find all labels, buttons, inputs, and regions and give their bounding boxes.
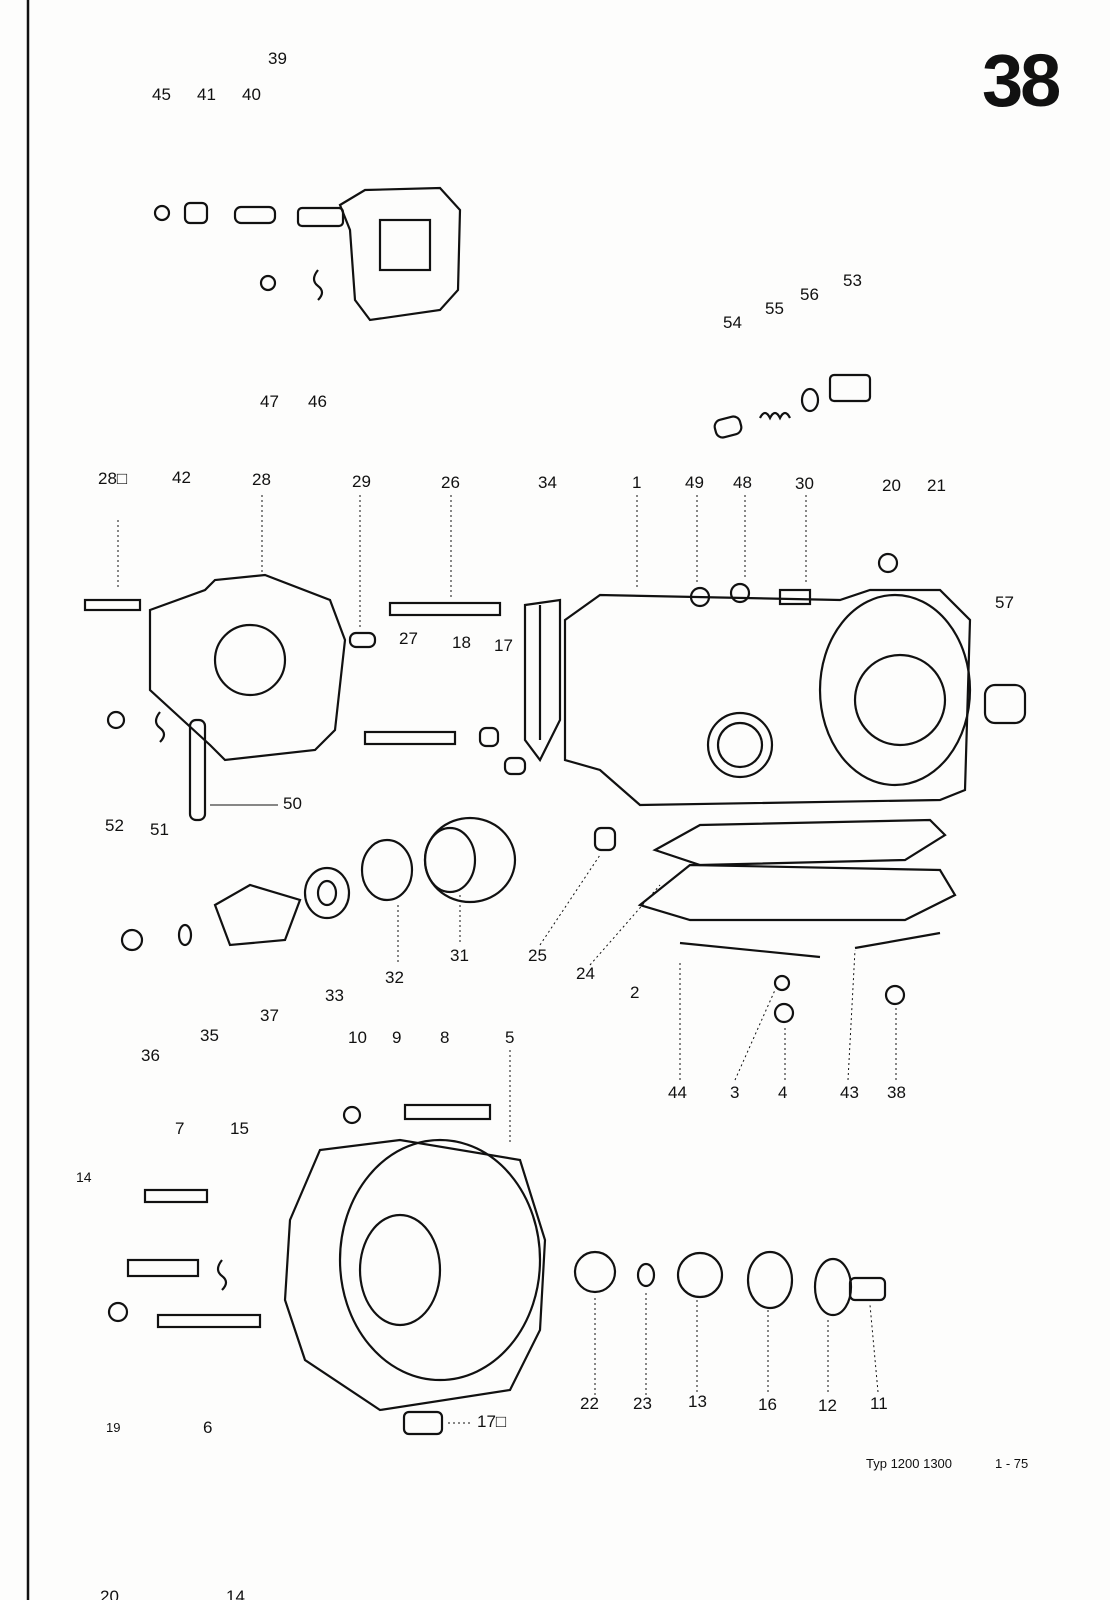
part-label: 45 bbox=[152, 85, 171, 104]
part-label: 49 bbox=[685, 473, 704, 492]
page-number: 38 bbox=[982, 39, 1061, 122]
part-label: 52 bbox=[105, 816, 124, 835]
part-label: 29 bbox=[352, 472, 371, 491]
part-label: 36 bbox=[141, 1046, 160, 1065]
part-label: 22 bbox=[580, 1394, 599, 1413]
part-label: 17 bbox=[494, 636, 513, 655]
part-label: 37 bbox=[260, 1006, 279, 1025]
part-label: 7 bbox=[175, 1119, 185, 1138]
part-label: 5 bbox=[505, 1028, 515, 1047]
part-label: 24 bbox=[576, 964, 595, 983]
part-label: 35 bbox=[200, 1026, 219, 1045]
part-label: 33 bbox=[325, 986, 344, 1005]
part-label: 57 bbox=[995, 593, 1014, 612]
part-label: 53 bbox=[843, 271, 862, 290]
part-label: 15 bbox=[230, 1119, 249, 1138]
part-label: 43 bbox=[840, 1083, 859, 1102]
part-label: 41 bbox=[197, 85, 216, 104]
gaskets-and-cover-plate bbox=[538, 605, 957, 959]
part-label: 25 bbox=[528, 946, 547, 965]
part-label: 56 bbox=[800, 285, 819, 304]
part-label: 47 bbox=[260, 392, 279, 411]
part-label: 9 bbox=[392, 1028, 402, 1047]
part-label: 4 bbox=[778, 1083, 788, 1102]
part-label: 27 bbox=[399, 629, 418, 648]
part-label: 17□ bbox=[477, 1412, 507, 1431]
part-label: 42 bbox=[172, 468, 191, 487]
part-label: 28 bbox=[252, 470, 271, 489]
part-label: 8 bbox=[440, 1028, 450, 1047]
part-label: 19 bbox=[106, 1420, 121, 1435]
part-label: 48 bbox=[733, 473, 752, 492]
part-label: 44 bbox=[668, 1083, 687, 1102]
part-label: 31 bbox=[450, 946, 469, 965]
part-label: 16 bbox=[758, 1395, 777, 1414]
part-label: 46 bbox=[308, 392, 327, 411]
part-label: 13 bbox=[688, 1392, 707, 1411]
front-cover-group bbox=[83, 573, 527, 822]
gear-carrier-cover-group bbox=[153, 186, 462, 322]
part-label: 26 bbox=[441, 473, 460, 492]
transmission-case bbox=[523, 552, 1027, 807]
part-label: 3 bbox=[730, 1083, 740, 1102]
part-label: 30 bbox=[795, 474, 814, 493]
part-label: 20 bbox=[882, 476, 901, 495]
part-label: 38 bbox=[887, 1083, 906, 1102]
part-label: 11 bbox=[870, 1394, 888, 1413]
part-label: 21 bbox=[927, 476, 946, 495]
bearing-and-seal-group bbox=[120, 816, 906, 1024]
part-label: 55 bbox=[765, 299, 784, 318]
part-label: 10 bbox=[348, 1028, 367, 1047]
part-label: 2 bbox=[630, 983, 640, 1002]
part-label: 54 bbox=[723, 313, 742, 332]
part-label: 6 bbox=[203, 1418, 213, 1437]
part-label: 50 bbox=[283, 794, 302, 813]
part-label: 40 bbox=[242, 85, 261, 104]
clutch-housing-group bbox=[107, 1103, 887, 1436]
leader-lines bbox=[117, 495, 897, 1424]
part-label: 20 bbox=[100, 1587, 119, 1600]
part-label: 28□ bbox=[98, 469, 128, 488]
part-label: 14 bbox=[76, 1169, 92, 1185]
part-label: 51 bbox=[150, 820, 169, 839]
plug-spring-group bbox=[713, 373, 872, 439]
part-label: 32 bbox=[385, 968, 404, 987]
part-label: 12 bbox=[818, 1396, 837, 1415]
footer-model: Typ 1200 1300 bbox=[866, 1456, 953, 1471]
footer-date: 1 - 75 bbox=[995, 1456, 1029, 1471]
part-label: 39 bbox=[268, 49, 287, 68]
part-label: 23 bbox=[633, 1394, 652, 1413]
part-label: 1 bbox=[632, 473, 642, 492]
part-label: 18 bbox=[452, 633, 471, 652]
part-label: 14 bbox=[226, 1587, 245, 1600]
part-label: 34 bbox=[538, 473, 557, 492]
